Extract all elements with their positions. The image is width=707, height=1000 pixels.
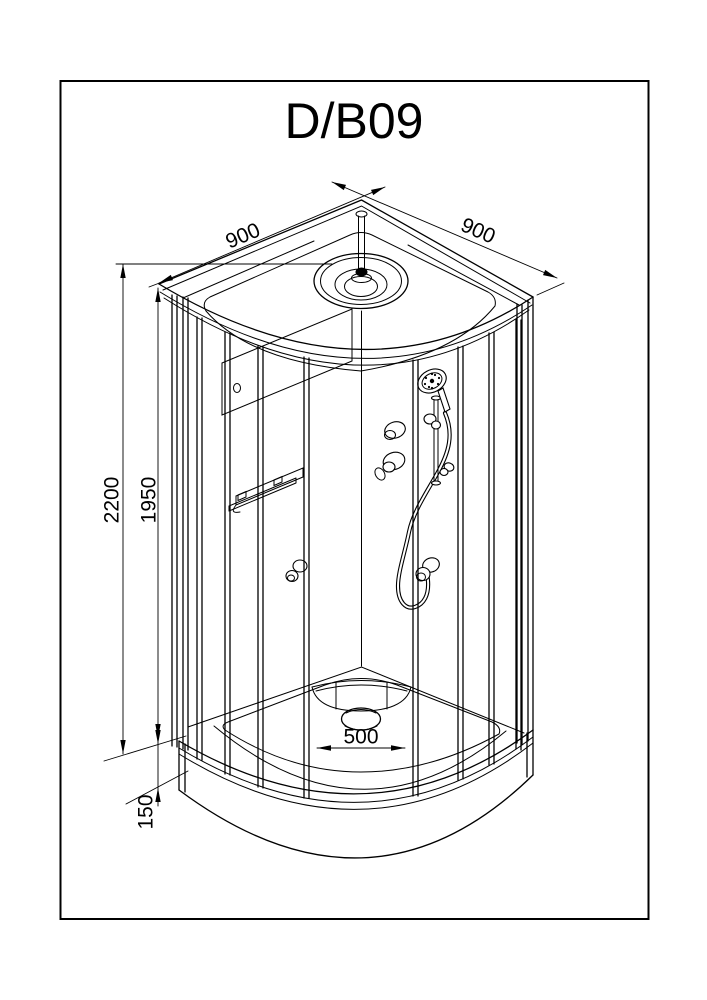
mirror-hole [233,383,241,393]
hand-shower [417,368,451,413]
mirror [221,308,353,416]
dim-text-150: 150 [135,794,158,829]
dim-height-overall: 2200 [101,263,333,762]
shower-cabin-drawing [158,199,534,859]
hand-shower-handle [437,387,451,413]
hose-outlet [415,557,440,582]
water-supply-pipe [351,210,372,283]
corner-seat [311,680,412,712]
dim-tray-center-width: 500 [316,726,406,751]
glass-frame-posts [171,294,534,799]
drain-cover [340,707,382,731]
tray-inner-floor [222,678,501,773]
roof-lid [203,232,496,372]
dim-text-2200: 2200 [101,477,124,524]
mixer-knob-upper [384,421,406,440]
mixer-knob-lower [374,451,406,481]
pipe-connector [355,267,368,277]
dim-tray-height: 150 [125,725,189,830]
dim-height-cabin: 1950 [138,278,171,739]
roof [158,199,534,372]
drawing-border [59,80,650,920]
dim-text-500: 500 [343,726,378,749]
dim-text-1950: 1950 [138,477,161,524]
back-walls [182,240,525,734]
shower-tray [178,678,534,859]
bar-knob-cap [439,467,449,477]
shower-slide-bar [423,395,455,486]
model-title: D/B09 [285,93,424,149]
spray-face-dots [423,372,441,390]
tray-ledge [213,725,507,790]
